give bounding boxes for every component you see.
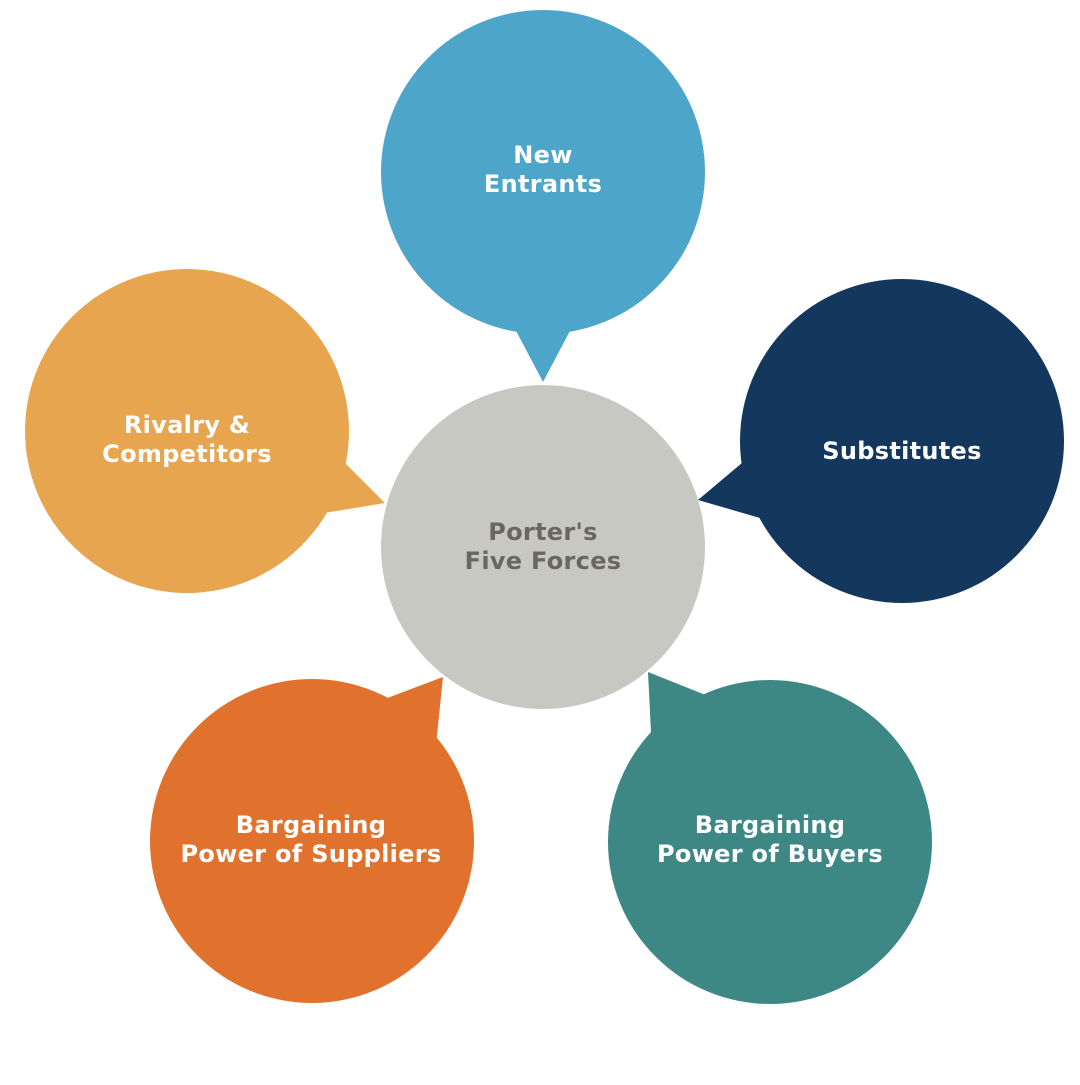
rivalry-pointer <box>318 450 385 514</box>
center-circle <box>381 385 705 709</box>
center-line1: Porter's <box>488 518 598 546</box>
center-label: Porter's Five Forces <box>403 507 683 587</box>
buyers-line2: Power of Buyers <box>657 840 883 868</box>
buyers-bubble <box>608 672 932 1004</box>
new-entrants-bubble <box>381 10 705 382</box>
suppliers-line2: Power of Suppliers <box>180 840 442 868</box>
substitutes-pointer <box>698 452 767 520</box>
center-line2: Five Forces <box>464 547 622 575</box>
rivalry-bubble <box>25 269 385 593</box>
substitutes-line1: Substitutes <box>822 436 982 465</box>
suppliers-bubble <box>150 677 474 1003</box>
buyers-label: Bargaining Power of Buyers <box>620 800 920 880</box>
substitutes-circle <box>740 279 1064 603</box>
new-entrants-line2: Entrants <box>483 170 603 198</box>
rivalry-line1: Rivalry & <box>123 411 251 439</box>
substitutes-label: Substitutes <box>762 423 1042 479</box>
rivalry-circle <box>25 269 349 593</box>
rivalry-line2: Competitors <box>102 440 272 468</box>
rivalry-label: Rivalry & Competitors <box>47 400 327 480</box>
suppliers-pointer <box>382 677 443 745</box>
buyers-pointer <box>648 672 718 752</box>
new-entrants-label: New Entrants <box>403 130 683 210</box>
suppliers-circle <box>150 679 474 1003</box>
new-entrants-line1: New <box>513 141 573 169</box>
new-entrants-pointer <box>505 310 581 382</box>
suppliers-line1: Bargaining <box>235 811 387 839</box>
buyers-line1: Bargaining <box>694 811 846 839</box>
suppliers-label: Bargaining Power of Suppliers <box>156 800 466 880</box>
new-entrants-circle <box>381 10 705 334</box>
substitutes-bubble <box>698 279 1064 603</box>
buyers-circle <box>608 680 932 1004</box>
